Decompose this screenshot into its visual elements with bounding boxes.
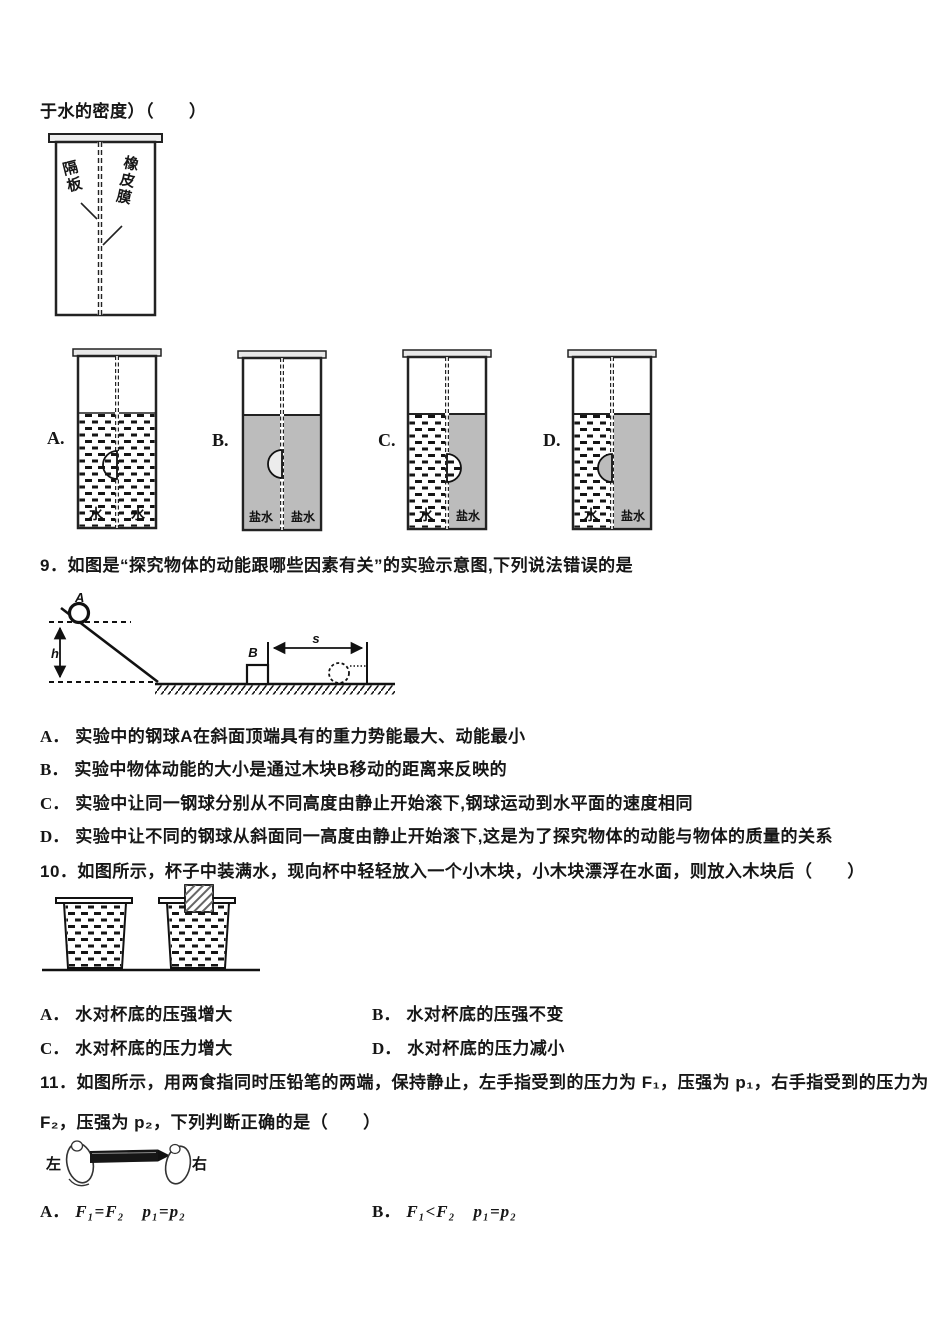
question10-option-c: C． 水对杯底的压力增大 (40, 1034, 233, 1059)
distance-label: s (312, 631, 319, 646)
option-text: 水对杯底的压强增大 (75, 1005, 233, 1024)
cups-diagram (42, 884, 260, 972)
question10-option-b: B． 水对杯底的压强不变 (372, 1000, 564, 1025)
option-text: 实验中让不同的钢球从斜面同一高度由静止开始滚下,这是为了探究物体的动能与物体的质… (75, 827, 834, 846)
option-formula: F₁=F₂ p₁=p₂ (75, 1202, 187, 1221)
question10-option-a: A． 水对杯底的压强增大 (40, 1000, 233, 1025)
question11-option-b: B． F₁<F₂ p₁=p₂ (372, 1197, 517, 1222)
option-a-container-figure: 水 水 (72, 347, 162, 532)
question10-figure (42, 884, 267, 976)
option-label: A． (40, 727, 70, 746)
pencil-highlight (91, 1152, 157, 1154)
container-b-salt-salt: 盐水 盐水 (237, 350, 327, 532)
right-liquid-label: 水 (131, 506, 146, 522)
saltwater-fill (612, 414, 650, 528)
question11-stem-line2: F₂，压强为 p₂，下列判断正确的是（ ） (40, 1113, 381, 1132)
option-text: 实验中物体动能的大小是通过木块B移动的距离来反映的 (74, 760, 508, 779)
option-label: A． (40, 1005, 70, 1024)
option-b-container-figure: 盐水 盐水 (237, 349, 327, 534)
option-c-container-figure: 水 盐水 (402, 348, 492, 533)
cup2-water (168, 905, 228, 967)
option-a-figure-label: A. (47, 428, 65, 448)
question9-option-b: B． 实验中物体动能的大小是通过木块B移动的距离来反映的 (40, 755, 507, 780)
right-finger (164, 1145, 192, 1185)
question10-option-d: D． 水对杯底的压力减小 (372, 1034, 565, 1059)
left-finger-crease (68, 1178, 90, 1187)
question11-stem-line1: 11．如图所示，用两食指同时压铅笔的两端，保持静止，左手指受到的压力为 F₁，压… (40, 1073, 929, 1092)
block-label: B (248, 645, 257, 660)
option-label: C． (40, 794, 70, 813)
right-liquid-label: 盐水 (291, 509, 316, 524)
partition-leader-line (80, 202, 98, 220)
ball-final-position (328, 662, 350, 684)
membrane-bulge-left (597, 453, 613, 483)
membrane-container-figure: 隔板 橡皮膜 (48, 133, 163, 318)
container-c-water-salt: 水 盐水 (402, 349, 492, 531)
question11-figure: 左 右 (42, 1133, 212, 1195)
question8-trailing-text: 于水的密度）（ ） (40, 102, 207, 121)
question9-option-d: D． 实验中让不同的钢球从斜面同一高度由静止开始滚下,这是为了探究物体的动能与物… (40, 822, 833, 847)
option-label: A． (40, 1202, 70, 1221)
option-b-figure-label: B. (212, 430, 229, 450)
option-c-figure-label: C. (378, 430, 396, 450)
membrane-leader-line (102, 225, 123, 246)
membrane-bulge-left (267, 449, 283, 479)
option-text: 实验中让同一钢球分别从不同高度由静止开始滚下,钢球运动到水平面的速度相同 (75, 794, 694, 813)
left-liquid-label: 盐水 (249, 509, 274, 524)
height-label: h (51, 646, 59, 661)
question9-option-c: C． 实验中让同一钢球分别从不同高度由静止开始滚下,钢球运动到水平面的速度相同 (40, 789, 693, 814)
container-a-water-water: 水 水 (72, 348, 162, 530)
container-d-water-salt: 水 盐水 (567, 349, 657, 531)
option-text: 水对杯底的压力减小 (407, 1039, 565, 1058)
question9-stem: 9．如图是“探究物体的动能跟哪些因素有关”的实验示意图,下列说法错误的是 (40, 556, 634, 575)
left-liquid-label: 水 (584, 507, 599, 523)
option-text: 实验中的钢球A在斜面顶端具有的重力势能最大、动能最小 (75, 727, 526, 746)
ball-label: A (74, 592, 84, 605)
container-body (54, 140, 157, 317)
option-d-figure-label: D. (543, 430, 561, 450)
question11-option-a: A． F₁=F₂ p₁=p₂ (40, 1197, 186, 1222)
steel-ball (67, 601, 91, 625)
option-text: 水对杯底的压强不变 (406, 1005, 564, 1024)
water-fill (409, 414, 447, 528)
option-text: 水对杯底的压力增大 (75, 1039, 233, 1058)
right-liquid-label: 盐水 (456, 508, 481, 523)
right-hand-label: 右 (192, 1155, 207, 1173)
incline-experiment-diagram: A h B s (49, 592, 395, 695)
ground-hatching (155, 685, 395, 695)
left-liquid-label: 水 (419, 507, 434, 523)
option-d-container-figure: 水 盐水 (567, 348, 657, 533)
option-label: B． (372, 1202, 401, 1221)
wood-block (245, 663, 270, 686)
pencil-fingers-diagram: 左 右 (45, 1140, 207, 1187)
right-fingernail (169, 1143, 181, 1155)
question10-stem: 10．如图所示，杯子中装满水，现向杯中轻轻放入一个小木块，小木块漂浮在水面，则放… (40, 862, 865, 881)
cup1-water (65, 905, 125, 967)
option-label: B． (40, 760, 69, 779)
right-liquid-label: 盐水 (621, 508, 646, 523)
question9-option-a: A． 实验中的钢球A在斜面顶端具有的重力势能最大、动能最小 (40, 722, 526, 747)
pencil-tip (158, 1149, 170, 1162)
option-label: D． (372, 1039, 402, 1058)
membrane-container-diagram (48, 133, 163, 317)
left-liquid-label: 水 (89, 506, 104, 522)
option-formula: F₁<F₂ p₁=p₂ (406, 1202, 518, 1221)
left-hand-label: 左 (45, 1155, 61, 1173)
option-label: C． (40, 1039, 70, 1058)
question9-figure: A h B s (45, 592, 405, 702)
option-label: B． (372, 1005, 401, 1024)
left-fingernail (70, 1140, 84, 1152)
option-label: D． (40, 827, 70, 846)
pencil-body (90, 1149, 158, 1163)
